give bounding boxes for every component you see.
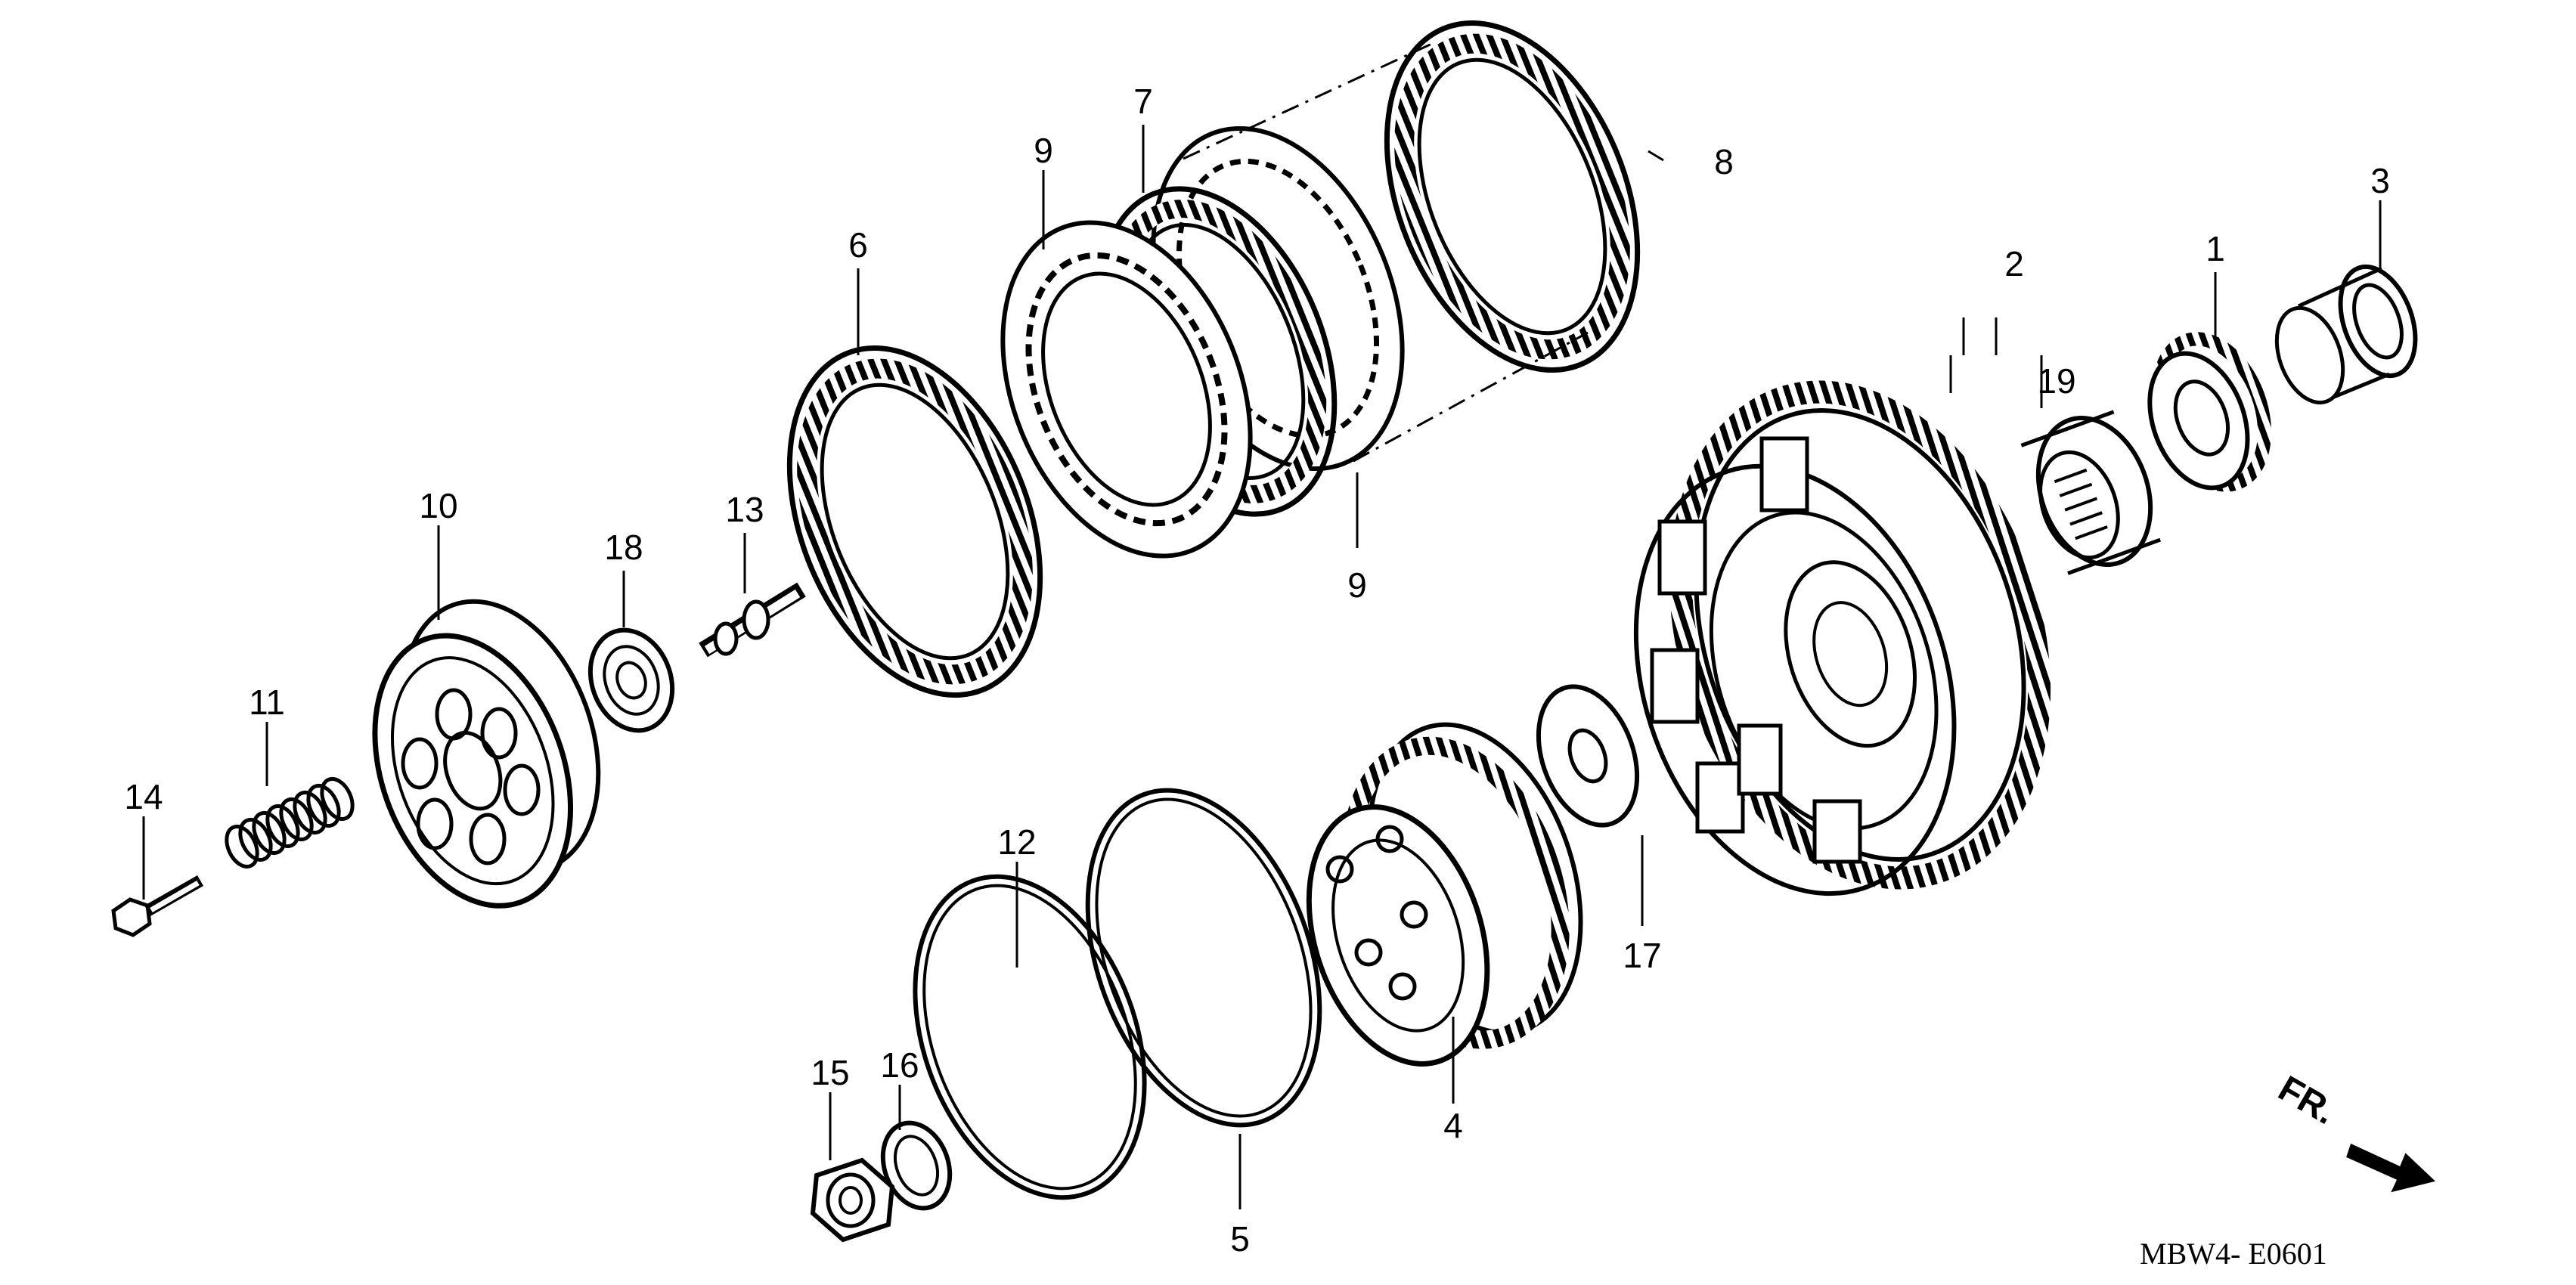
leader-lines — [142, 125, 2382, 1209]
part-10-pressure-plate — [372, 599, 601, 909]
callout-3: 3 — [2370, 161, 2390, 200]
callout-13: 13 — [725, 490, 764, 529]
callout-labels: 3 1 2 19 8 7 9 9 6 10 18 13 11 14 12 16 … — [124, 82, 2389, 1271]
callout-2: 2 — [2004, 244, 2024, 283]
callout-11: 11 — [249, 683, 285, 722]
callout-9-top: 9 — [1034, 131, 1053, 170]
part-19-needle-bearing — [2020, 410, 2162, 575]
part-14-bolt — [111, 875, 203, 937]
part-6-friction-disc — [786, 345, 1043, 698]
callout-14: 14 — [124, 777, 163, 816]
callout-6: 6 — [848, 225, 868, 265]
part-11-clutch-spring — [225, 777, 355, 869]
callout-7: 7 — [1133, 82, 1153, 121]
part-15-lock-nut — [810, 1157, 895, 1243]
callout-9-bottom: 9 — [1347, 565, 1367, 605]
callout-1: 1 — [2206, 229, 2225, 268]
diagram-code: MBW4- E0601 — [2140, 1237, 2327, 1271]
part-13-lifter-rod — [699, 582, 806, 658]
part-4-clutch-center — [1306, 722, 1583, 1067]
callout-18: 18 — [604, 528, 643, 567]
part-3-collar — [2274, 264, 2418, 405]
callout-19: 19 — [2037, 361, 2075, 401]
part-12-ring — [913, 874, 1147, 1200]
front-direction-label: FR. — [2272, 1069, 2342, 1133]
callout-16: 16 — [880, 1045, 919, 1085]
part-18-ball-bearing — [587, 627, 675, 733]
part-2-clutch-outer — [1633, 380, 2051, 896]
part-8-friction-disc — [1384, 20, 1641, 373]
callout-15: 15 — [811, 1053, 849, 1092]
part-5-ring — [1085, 788, 1322, 1128]
part-16-washer — [880, 1120, 953, 1211]
part-17-thrust-washer — [1536, 684, 1640, 828]
callout-4: 4 — [1443, 1106, 1463, 1145]
front-direction-arrow — [2346, 1143, 2436, 1193]
part-1-drive-gear — [2147, 332, 2272, 492]
part-9-clutch-plate — [1000, 220, 1253, 559]
callout-12: 12 — [997, 822, 1036, 862]
alignment-line-bottom — [1353, 331, 1589, 463]
callout-5: 5 — [1230, 1219, 1250, 1259]
callout-10: 10 — [419, 486, 457, 525]
alignment-line-top — [1183, 40, 1437, 160]
callout-8: 8 — [1714, 142, 1734, 181]
callout-17: 17 — [1623, 936, 1661, 975]
